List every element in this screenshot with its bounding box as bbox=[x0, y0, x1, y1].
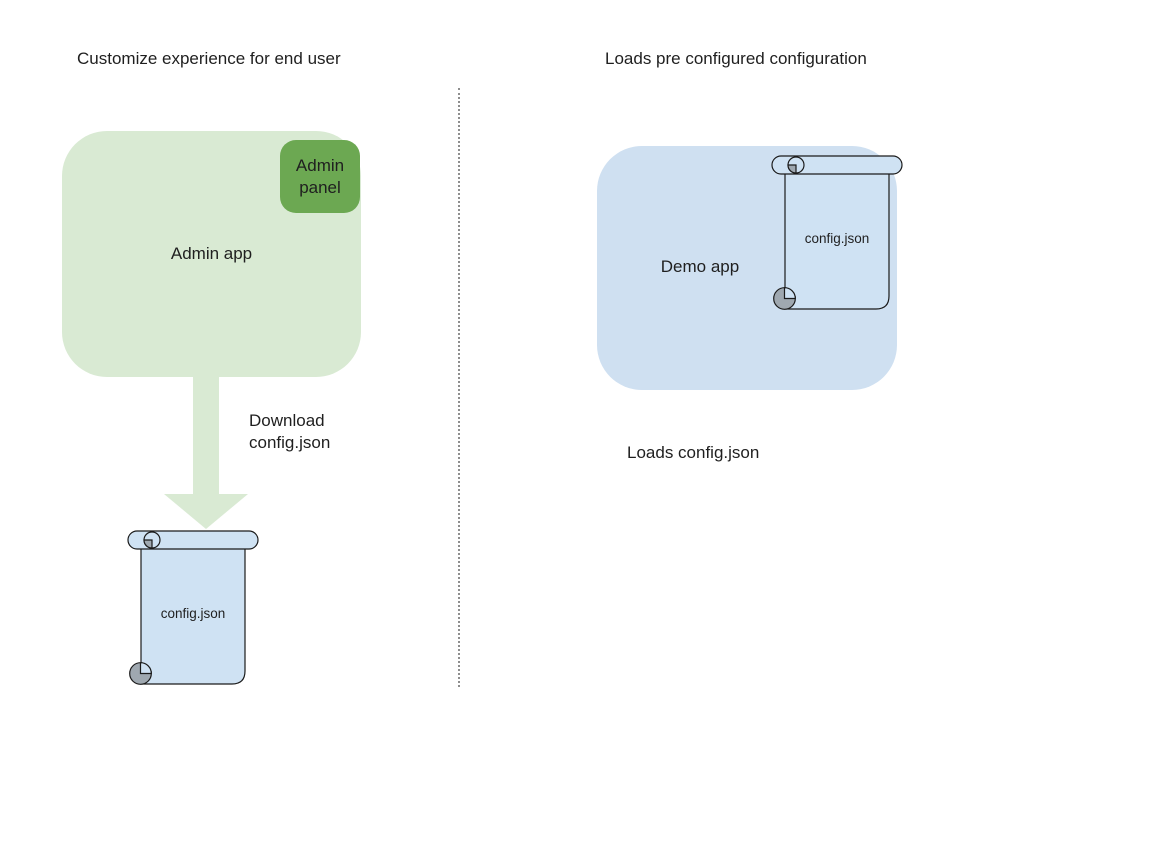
demo-app-label: Demo app bbox=[660, 257, 740, 276]
config-file-scroll: config.json bbox=[771, 155, 903, 310]
config-file-scroll: config.json bbox=[127, 530, 259, 685]
scroll-top-roll bbox=[127, 530, 259, 550]
download-config-label-line1: Download bbox=[249, 411, 325, 430]
config-file-label: config.json bbox=[805, 231, 870, 246]
section-divider bbox=[458, 88, 460, 687]
scroll-bottom-curl-shade bbox=[139, 662, 152, 675]
scroll-body bbox=[784, 164, 890, 310]
scroll-body bbox=[140, 539, 246, 685]
left-section-title: Customize experience for end user bbox=[77, 49, 341, 68]
down-arrow-icon bbox=[164, 376, 248, 529]
admin-panel-shape: Admin panel bbox=[280, 140, 360, 213]
scroll-top-roll bbox=[771, 155, 903, 175]
download-config-label-line2: config.json bbox=[249, 433, 331, 452]
scroll-top-curl-shade bbox=[143, 539, 153, 549]
admin-app-label: Admin app bbox=[170, 244, 253, 263]
admin-panel-label: Admin panel bbox=[295, 155, 345, 197]
download-config-label: Download config.json bbox=[249, 410, 330, 454]
scroll-top-curl-shade bbox=[787, 164, 797, 174]
config-file-label: config.json bbox=[161, 606, 226, 621]
loads-config-label: Loads config.json bbox=[627, 443, 760, 462]
right-section-title: Loads pre configured configuration bbox=[605, 49, 867, 68]
scroll-bottom-curl-shade bbox=[783, 287, 796, 300]
admin-app-shape: Admin app Admin panel bbox=[62, 131, 361, 377]
